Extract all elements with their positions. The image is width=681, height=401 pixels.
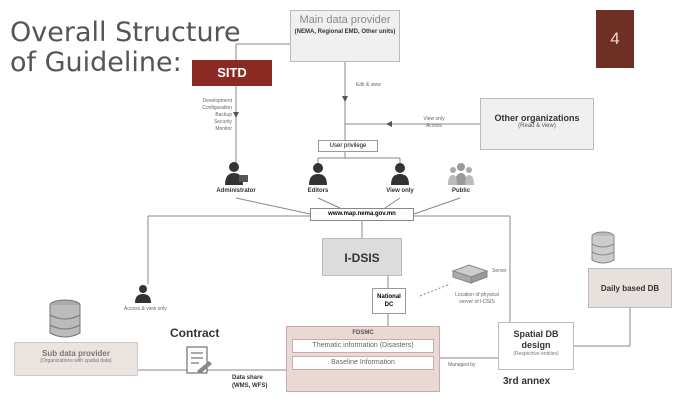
role-administrator: Administrator [216, 188, 256, 194]
sitd-task: Backup [215, 112, 232, 118]
view-access-label: View only Access [414, 116, 454, 130]
other-organizations-box: Other organizations (Read & view) [480, 98, 594, 150]
sub-provider-subtitle: (Organizations with spatial data) [40, 358, 112, 364]
access-user-icon [132, 282, 154, 304]
sitd-box: SITD [192, 60, 272, 86]
sitd-task: Monitor [215, 126, 232, 132]
fdsmc-box: FDSMC Thematic information (Disasters) B… [286, 326, 440, 392]
other-org-title: Other organizations [494, 113, 580, 123]
view-access-line: View only [423, 116, 445, 122]
data-share-label: Data share (WMS, WFS) [232, 374, 267, 390]
slide-title: Overall Structure of Guideline: [10, 18, 241, 78]
public-icon [446, 160, 476, 186]
view-access-line: Access [425, 123, 443, 129]
spatial-db-title: Spatial DB design [513, 329, 559, 350]
idsis-box: I-DSIS [322, 238, 402, 276]
user-privilege-box: User privilege [318, 140, 378, 152]
slide-title-line2: of Guideline: [10, 47, 182, 78]
managed-by-label: Managed by [448, 362, 476, 368]
portal-url[interactable]: www.map.nema.gov.mn [310, 208, 414, 221]
main-provider-subtitle: (NEMA, Regional EMD, Other units) [294, 29, 396, 35]
fdsmc-thematic-row: Thematic information (Disasters) [292, 339, 434, 353]
contract-label: Contract [170, 326, 220, 340]
administrator-icon [222, 160, 250, 186]
other-org-subtitle: (Read & view) [518, 123, 556, 129]
sub-provider-title: Sub data provider [41, 349, 110, 358]
data-share-line: (WMS, WFS) [232, 383, 268, 389]
server-icon [450, 262, 490, 286]
editors-icon [305, 160, 331, 186]
main-provider-title: Main data provider [299, 14, 391, 26]
annex-label: 3rd annex [503, 376, 551, 387]
main-data-provider-box: Main data provider (NEMA, Regional EMD, … [290, 10, 400, 62]
spatial-db-design-box: Spatial DB design (Respective entities) [498, 322, 574, 370]
edit-view-label: Edit & view [356, 82, 381, 88]
role-editors: Editors [307, 188, 329, 194]
database-icon [590, 230, 616, 266]
fdsmc-baseline-row: Baseline Information [292, 356, 434, 370]
view-only-icon [387, 160, 413, 186]
server-label: Server [492, 268, 507, 274]
national-dc-box: National DC [372, 288, 406, 314]
slide-title-line1: Overall Structure [10, 17, 241, 48]
daily-based-db-box: Daily based DB [588, 268, 672, 308]
sub-provider-database-icon [48, 298, 82, 340]
role-public: Public [451, 188, 470, 194]
server-note: Location of physical server of I-DSIS [455, 292, 499, 305]
sitd-tasks: Development Configuration Backup Securit… [196, 98, 232, 133]
data-share-line: Data share [232, 375, 263, 381]
access-view-label: Access & view only [124, 306, 167, 312]
role-view-only: View only [386, 188, 414, 194]
sitd-task: Configuration [202, 105, 232, 111]
fdsmc-header: FDSMC [352, 330, 374, 336]
sub-data-provider-box: Sub data provider (Organizations with sp… [14, 342, 138, 376]
contract-document-icon [182, 344, 214, 378]
sitd-task: Development [202, 98, 232, 104]
slide-number: 4 [596, 10, 634, 68]
sitd-task: Security [213, 119, 232, 125]
spatial-db-subtitle: (Respective entities) [513, 351, 559, 357]
